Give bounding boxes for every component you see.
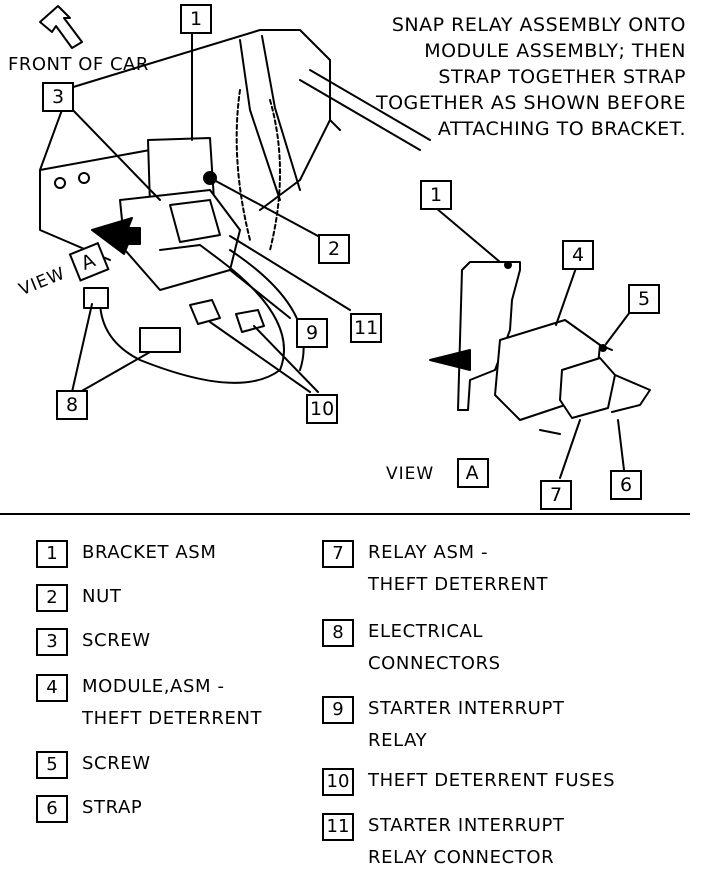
detail-callout-4: 4	[562, 240, 594, 270]
legend-number: 1	[36, 540, 68, 568]
legend-text: RELAY	[368, 730, 428, 751]
divider-line	[0, 513, 690, 515]
legend-text: THEFT DETERRENT FUSES	[368, 770, 616, 791]
legend-text: MODULE,ASM -	[82, 676, 225, 697]
detail-callout-7: 7	[540, 480, 572, 510]
legend-text: ELECTRICAL	[368, 621, 484, 642]
legend-number: 7	[322, 540, 354, 568]
legend-number: 2	[36, 584, 68, 612]
legend-item-6: 6 STRAP	[36, 795, 142, 824]
detail-callout-5: 5	[628, 284, 660, 314]
legend-text: STARTER INTERRUPT	[368, 815, 565, 836]
legend-text: BRACKET ASM	[82, 542, 217, 563]
legend-text: RELAY ASM -	[368, 542, 489, 563]
legend-item-2: 2 NUT	[36, 584, 121, 613]
view-label-detail: VIEW A	[386, 458, 489, 488]
callout-11: 11	[350, 313, 383, 343]
legend-text: STRAP	[82, 797, 143, 818]
legend-text: SCREW	[82, 630, 151, 651]
view-arrow-icon	[91, 217, 141, 255]
legend-number: 4	[36, 674, 68, 702]
callout-8: 8	[56, 390, 88, 420]
legend-item-4: 4 MODULE,ASM - THEFT DETERRENT	[36, 674, 262, 735]
vehicle-structure	[69, 29, 331, 211]
legend-item-3: 3 SCREW	[36, 628, 151, 657]
legend-item-11: 11 STARTER INTERRUPT RELAY CONNECTOR	[322, 813, 565, 874]
legend-item-9: 9 STARTER INTERRUPT RELAY	[322, 696, 565, 757]
relay-assembly	[169, 199, 221, 243]
legend-number: 9	[322, 696, 354, 724]
connector	[139, 327, 181, 353]
legend-number: 8	[322, 619, 354, 647]
connector	[83, 287, 109, 309]
detail-callout-6: 6	[610, 470, 642, 500]
callout-1: 1	[180, 4, 212, 34]
legend-text: SCREW	[82, 753, 151, 774]
callout-2: 2	[318, 234, 350, 264]
legend-number: 3	[36, 628, 68, 656]
legend-text: STARTER INTERRUPT	[368, 698, 565, 719]
legend-text: THEFT DETERRENT	[82, 708, 263, 729]
callout-10: 10	[306, 394, 339, 424]
view-letter-detail: A	[456, 458, 489, 488]
parts-illustration	[39, 5, 651, 479]
assembly-instruction: SNAP RELAY ASSEMBLY ONTO MODULE ASSEMBLY…	[376, 14, 686, 140]
legend-text: CONNECTORS	[368, 653, 501, 674]
legend-item-7: 7 RELAY ASM - THEFT DETERRENT	[322, 540, 548, 601]
legend-number: 5	[36, 751, 68, 779]
callout-9: 9	[296, 318, 328, 348]
wiring-harness	[99, 259, 285, 384]
fuse	[189, 299, 221, 325]
legend-item-1: 1 BRACKET ASM	[36, 540, 216, 569]
front-arrow-icon	[39, 5, 83, 49]
legend-number: 11	[322, 813, 354, 841]
legend-text: THEFT DETERRENT	[368, 574, 549, 595]
legend-number: 6	[36, 795, 68, 823]
front-of-car-label: FRONT OF CAR	[8, 54, 149, 75]
detail-callout-1: 1	[420, 180, 452, 210]
detail-relay	[559, 357, 616, 419]
legend-number: 10	[322, 768, 354, 796]
legend-text: NUT	[82, 586, 122, 607]
legend-text: RELAY CONNECTOR	[368, 847, 555, 868]
legend-item-10: 10 THEFT DETERRENT FUSES	[322, 768, 615, 797]
legend-item-8: 8 ELECTRICAL CONNECTORS	[322, 619, 501, 680]
fuse	[235, 309, 265, 333]
callout-3: 3	[42, 82, 74, 112]
legend-item-5: 5 SCREW	[36, 751, 151, 780]
